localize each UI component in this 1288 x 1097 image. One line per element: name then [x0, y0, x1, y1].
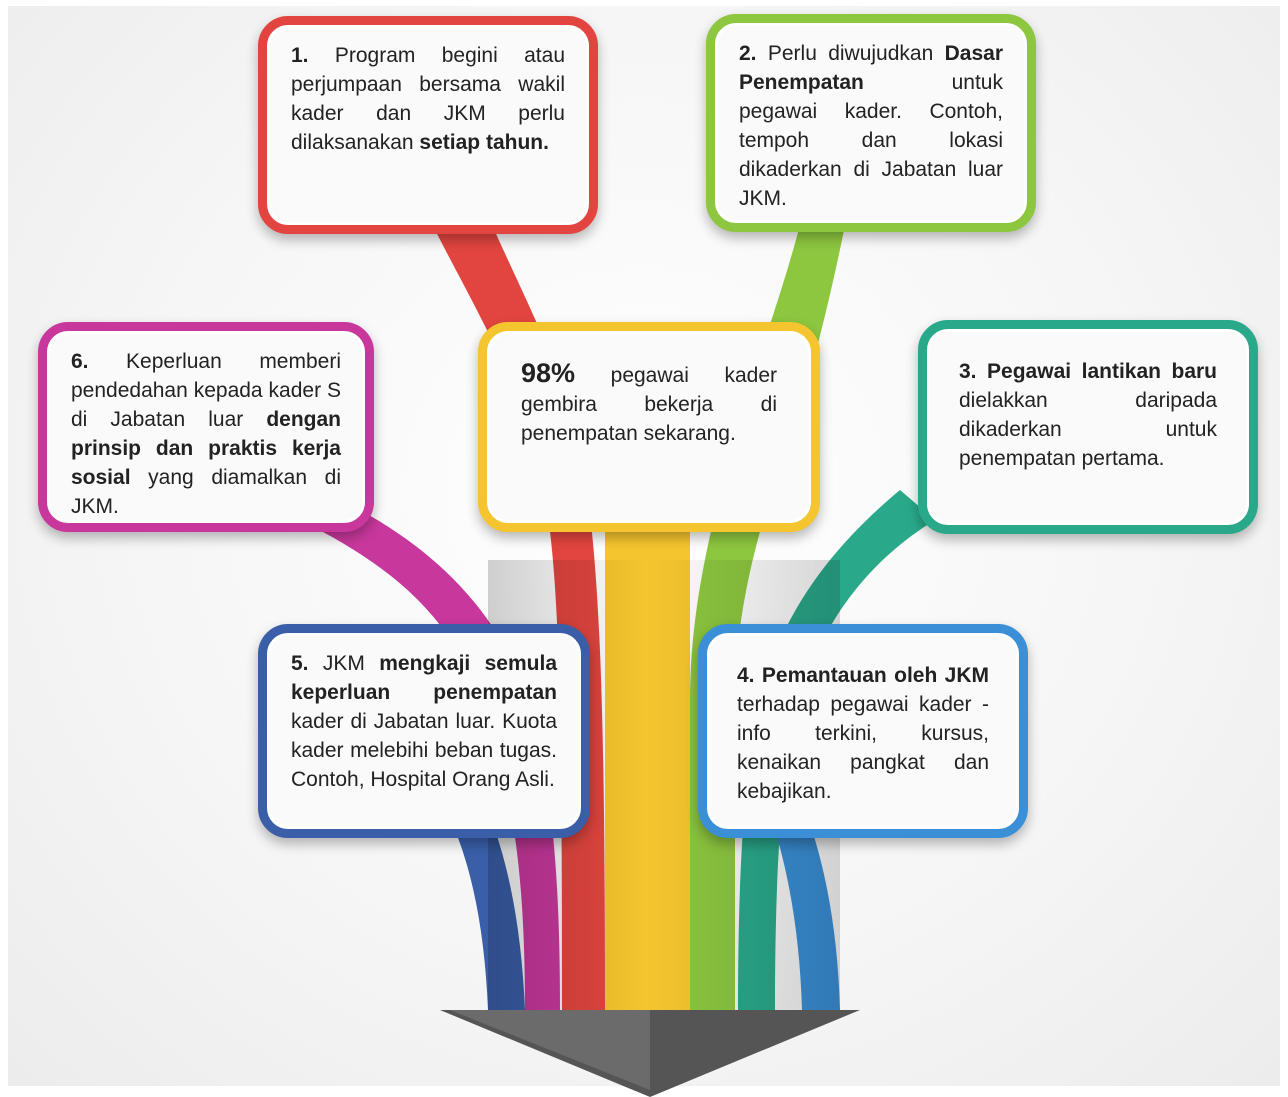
card-3-text: dielakkan daripada dikaderkan untuk pene… [959, 389, 1217, 470]
card-2-text: Perlu diwujudkan [756, 42, 945, 65]
card-3: 3. Pegawai lantikan baru dielakkan darip… [918, 320, 1258, 534]
card-5-number: 5. [291, 652, 309, 675]
card-1: 1. Program begini atau perjumpaan bersam… [258, 16, 598, 234]
card-1-bold: setiap tahun. [419, 131, 549, 154]
card-5-text: JKM [308, 652, 380, 675]
card-5-text-2: kader di Jabatan luar. Kuota kader meleb… [291, 710, 557, 791]
card-4-number: 4. [737, 664, 755, 687]
card-2: 2. Perlu diwujudkan Dasar Penempatan unt… [706, 14, 1036, 232]
arrow-head-highlight [450, 1010, 650, 1090]
card-6-number: 6. [71, 350, 89, 373]
card-center: 98% pegawai kader gembira bekerja di pen… [478, 322, 820, 532]
card-5: 5. JKM mengkaji semula keperluan penempa… [258, 624, 590, 838]
card-3-bold: Pegawai lantikan baru [976, 360, 1217, 383]
card-6-text: Keperluan memberi pendedahan kepada kade… [71, 350, 341, 431]
card-5-bold: mengkaji semula keperluan penempatan [291, 652, 557, 704]
card-1-number: 1. [291, 44, 309, 67]
card-4-bold: Pemantauan oleh JKM [754, 664, 989, 687]
center-text: pegawai kader gembira bekerja di penempa… [521, 364, 777, 445]
card-1-text: Program begini atau perjumpaan bersama w… [291, 44, 565, 154]
card-6-bold: dengan prinsip dan praktis kerja sosial [71, 408, 341, 489]
card-6: 6. Keperluan memberi pendedahan kepada k… [38, 322, 374, 532]
card-2-number: 2. [739, 42, 757, 65]
card-3-number: 3. [959, 360, 977, 383]
center-percent: 98% [521, 358, 576, 388]
card-6-text-2: yang diamalkan di JKM. [71, 466, 341, 518]
card-2-text-2: untuk pegawai kader. Contoh, tempoh dan … [739, 71, 1003, 210]
card-4-text: terhadap pegawai kader - info terkini, k… [737, 693, 989, 803]
card-4: 4. Pemantauan oleh JKM terhadap pegawai … [698, 624, 1028, 838]
card-2-bold: Dasar Penempatan [739, 42, 1003, 94]
